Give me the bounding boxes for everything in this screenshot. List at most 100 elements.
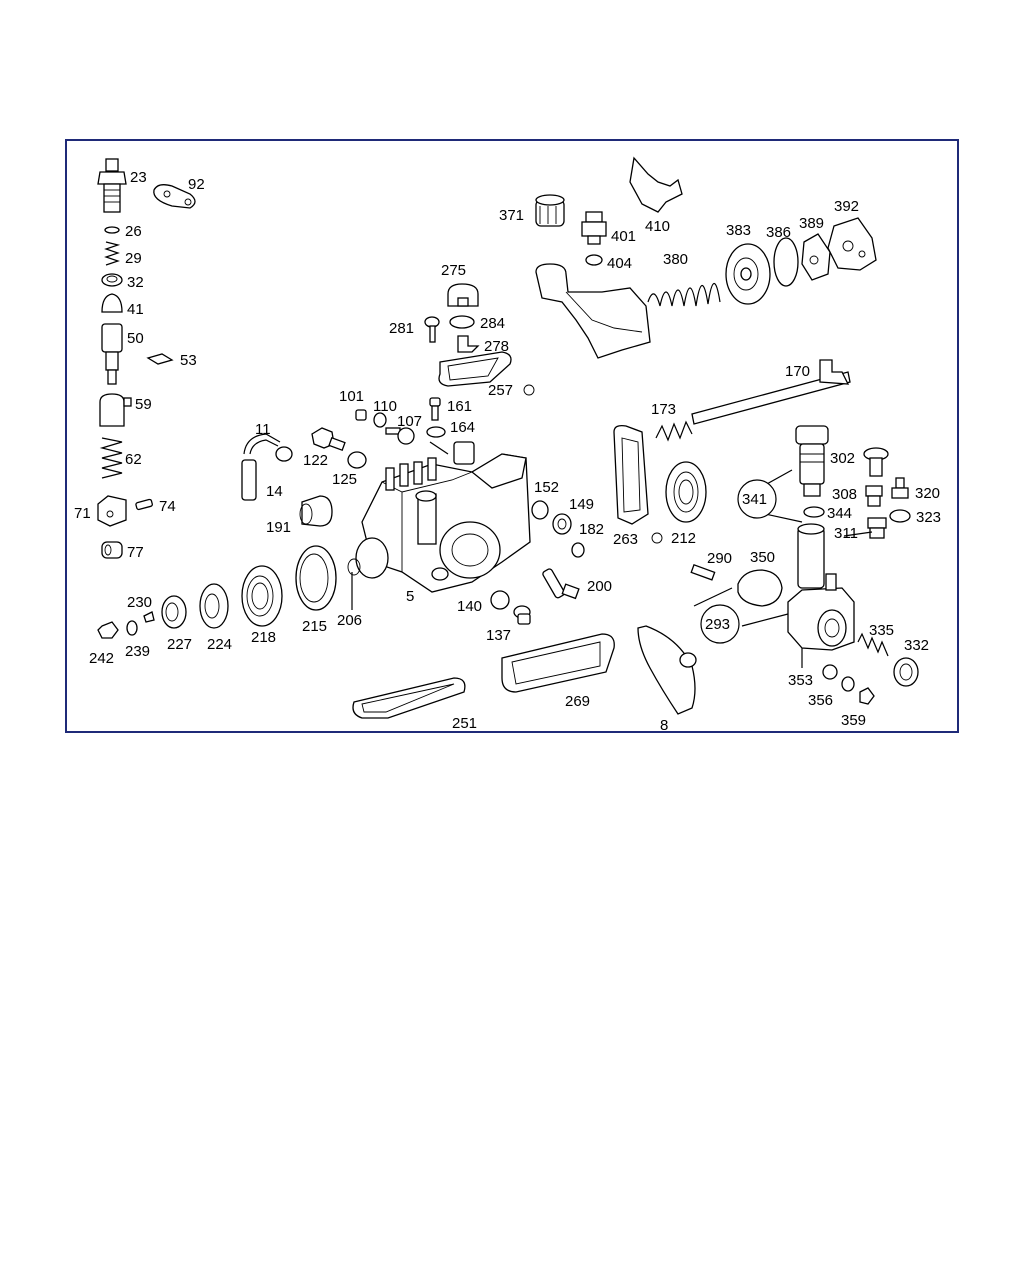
part-107-screw xyxy=(385,427,415,445)
part-191-bushing xyxy=(299,495,333,527)
callout-383: 383 xyxy=(726,222,751,239)
part-161-bolt xyxy=(429,397,441,421)
part-263-gasket xyxy=(613,424,649,525)
part-59-sleeve xyxy=(99,393,132,427)
part-224-seal xyxy=(199,583,229,629)
part-227-gear-hub xyxy=(161,595,187,629)
part-77-roller xyxy=(101,541,123,559)
part-74-pin xyxy=(135,498,153,511)
callout-332: 332 xyxy=(904,637,929,654)
part-11-pipe xyxy=(243,433,293,462)
part-173-spring xyxy=(655,420,693,442)
part-332-seal xyxy=(893,657,919,687)
callout-5: 5 xyxy=(406,588,414,605)
callout-26: 26 xyxy=(125,223,142,240)
part-92-gasket-plate xyxy=(153,184,196,209)
callout-191: 191 xyxy=(266,519,291,536)
part-401-fitting xyxy=(581,211,607,245)
part-200-lever xyxy=(542,568,580,600)
callout-257: 257 xyxy=(488,382,513,399)
part-281-screw xyxy=(424,316,440,343)
part-392-cover xyxy=(827,217,877,271)
callout-353: 353 xyxy=(788,672,813,689)
part-215-seal-ring xyxy=(295,545,337,611)
symbol-263 xyxy=(651,532,663,544)
callout-308: 308 xyxy=(832,486,857,503)
part-8-cover xyxy=(637,625,697,715)
callout-359: 359 xyxy=(841,712,866,729)
part-5-pump-housing xyxy=(347,441,531,593)
callout-356: 356 xyxy=(808,692,833,709)
part-110-ring xyxy=(373,412,387,428)
part-308-fitting xyxy=(865,485,883,507)
callout-50: 50 xyxy=(127,330,144,347)
callout-239: 239 xyxy=(125,643,150,660)
callout-71: 71 xyxy=(74,505,91,522)
circle-341 xyxy=(737,479,777,519)
callout-164: 164 xyxy=(450,419,475,436)
callout-224: 224 xyxy=(207,636,232,653)
callout-137: 137 xyxy=(486,627,511,644)
part-356-washer xyxy=(841,676,855,692)
part-278-clip xyxy=(457,335,480,353)
part-182-washer xyxy=(571,542,585,558)
part-212-bearing xyxy=(665,461,707,523)
part-242-nut xyxy=(97,621,119,639)
part-269-gasket xyxy=(501,633,615,693)
callout-290: 290 xyxy=(707,550,732,567)
callout-380: 380 xyxy=(663,251,688,268)
callout-23: 23 xyxy=(130,169,147,186)
callout-242: 242 xyxy=(89,650,114,667)
part-164-washer xyxy=(426,426,446,438)
callout-74: 74 xyxy=(159,498,176,515)
callout-107: 107 xyxy=(397,413,422,430)
callout-101: 101 xyxy=(339,388,364,405)
callout-161: 161 xyxy=(447,398,472,415)
exploded-parts-diagram: 23 92 26 29 32 41 50 53 59 62 71 74 77 2… xyxy=(74,156,941,731)
callout-323: 323 xyxy=(916,509,941,526)
callout-53: 53 xyxy=(180,352,197,369)
part-140-ring xyxy=(490,590,510,610)
callout-152: 152 xyxy=(534,479,559,496)
callout-110: 110 xyxy=(373,398,397,415)
callout-392: 392 xyxy=(834,198,859,215)
part-26-washer xyxy=(104,226,120,234)
callout-140: 140 xyxy=(457,598,482,615)
part-380-spring xyxy=(647,282,721,307)
callout-29: 29 xyxy=(125,250,142,267)
callout-11: 11 xyxy=(255,421,271,438)
symbol-257 xyxy=(523,384,535,396)
callout-350: 350 xyxy=(750,549,775,566)
part-251-gasket xyxy=(352,677,466,719)
callout-149: 149 xyxy=(569,496,594,513)
part-122-banjo-bolt xyxy=(311,427,346,451)
callout-182: 182 xyxy=(579,521,604,538)
part-50-valve-body xyxy=(101,323,123,385)
callout-320: 320 xyxy=(915,485,940,502)
callout-41: 41 xyxy=(127,301,144,318)
callout-344: 344 xyxy=(827,505,852,522)
callout-62: 62 xyxy=(125,451,142,468)
callout-251: 251 xyxy=(452,715,477,731)
circle-293 xyxy=(700,604,740,644)
part-353-ring xyxy=(822,664,838,680)
callout-410: 410 xyxy=(645,218,670,235)
part-290-stud xyxy=(690,563,716,581)
callout-227: 227 xyxy=(167,636,192,653)
part-149-plug xyxy=(552,513,572,535)
part-239-washer xyxy=(126,620,138,636)
part-257-gasket xyxy=(438,351,512,387)
callout-404: 404 xyxy=(607,255,632,272)
part-101-plug xyxy=(355,409,367,421)
diagram-frame: 23 92 26 29 32 41 50 53 59 62 71 74 77 2… xyxy=(65,139,959,733)
callout-122: 122 xyxy=(303,452,328,469)
part-71-spring-seat xyxy=(97,495,127,527)
callout-263: 263 xyxy=(613,531,638,548)
part-389-gasket xyxy=(801,233,831,281)
callout-386: 386 xyxy=(766,224,791,241)
part-320-nipple xyxy=(891,477,909,499)
callout-281: 281 xyxy=(389,320,414,337)
callout-206: 206 xyxy=(337,612,362,629)
part-284-seal xyxy=(449,315,475,329)
callout-302: 302 xyxy=(830,450,855,467)
